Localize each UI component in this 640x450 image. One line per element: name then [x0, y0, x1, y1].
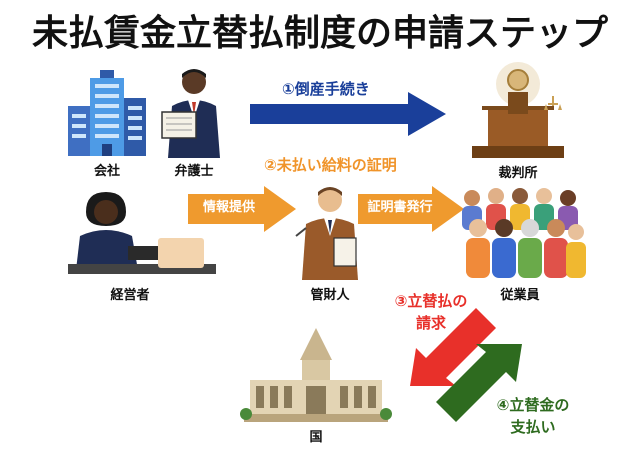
building-icon [68, 70, 146, 156]
trustee-label: 管財人 [310, 288, 350, 303]
manager-label: 経営者 [110, 288, 150, 303]
employees-icon [462, 188, 586, 278]
cert-arrow-label: 証明書発行 [367, 200, 433, 215]
step4-label-line1: ④立替金の [496, 396, 570, 414]
info-arrow [188, 186, 296, 232]
company-label: 会社 [93, 164, 120, 179]
step3-label-line2: 請求 [415, 314, 446, 332]
court-icon [472, 62, 564, 158]
step4-label-line2: 支払い [510, 418, 556, 436]
lawyer-label: 弁護士 [174, 164, 214, 179]
green-arrow [436, 344, 522, 422]
info-arrow-label: 情報提供 [202, 200, 255, 215]
government-building-icon [240, 328, 392, 422]
manager-icon [68, 192, 216, 274]
red-arrow [410, 308, 496, 386]
trustee-icon [295, 187, 358, 280]
blue-arrow [250, 92, 446, 136]
lawyer-icon [161, 69, 220, 158]
employees-label: 従業員 [500, 288, 540, 303]
step1-label: ①倒産手続き [282, 80, 370, 98]
step4-label: ④立替金の 支払い [478, 394, 588, 438]
step2-label: ②未払い給料の証明 [264, 156, 397, 174]
court-label: 裁判所 [498, 166, 538, 181]
page-title: 未払賃金立替払制度の申請ステップ [31, 13, 608, 54]
step3-label: ③立替払の 請求 [376, 290, 486, 334]
step3-label-line1: ③立替払の [394, 292, 468, 310]
cert-arrow [358, 186, 464, 232]
state-label: 国 [309, 430, 323, 445]
